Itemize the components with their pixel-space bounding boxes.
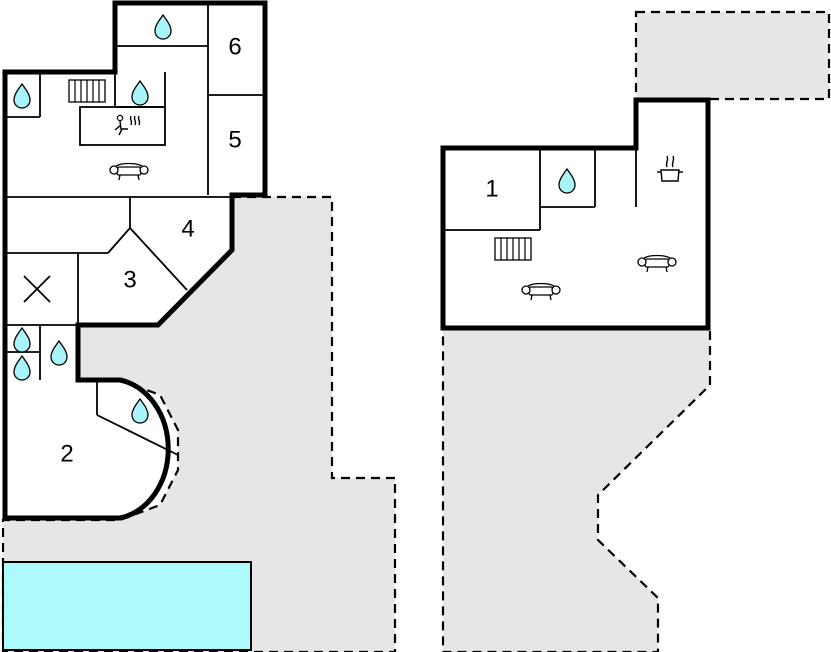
water-drop-icon xyxy=(131,398,149,424)
sofa-icon xyxy=(109,162,149,181)
water-drop-icon xyxy=(13,355,31,381)
sofa-icon xyxy=(521,282,561,301)
water-drop-icon xyxy=(154,14,172,40)
water-drop-icon xyxy=(13,83,31,109)
radiator-icon xyxy=(68,79,106,103)
pool xyxy=(2,561,252,651)
sauna-icon xyxy=(114,114,141,136)
left-building-outer-wall xyxy=(2,0,268,521)
right-building-interior-walls xyxy=(443,148,637,231)
water-drop-icon xyxy=(50,340,68,366)
water-drop-icon xyxy=(131,80,149,106)
room-label-3: 3 xyxy=(123,266,136,293)
right-building-outer-wall xyxy=(440,97,711,331)
cooking-pot-icon xyxy=(657,155,683,182)
water-drop-icon xyxy=(558,168,576,194)
outdoor-terrace-right-top xyxy=(634,10,831,101)
outdoor-terrace-left xyxy=(1,195,397,652)
radiator-icon xyxy=(494,237,532,261)
room-label-4: 4 xyxy=(181,215,194,242)
water-drop-icon xyxy=(13,327,31,353)
cross-icon xyxy=(23,275,51,303)
room-label-2: 2 xyxy=(60,440,73,467)
room-label-5: 5 xyxy=(228,126,241,153)
room-label-1: 1 xyxy=(485,175,498,202)
room-label-6: 6 xyxy=(228,33,241,60)
sofa-icon xyxy=(637,254,677,273)
outdoor-terrace-right-bottom xyxy=(441,326,712,652)
